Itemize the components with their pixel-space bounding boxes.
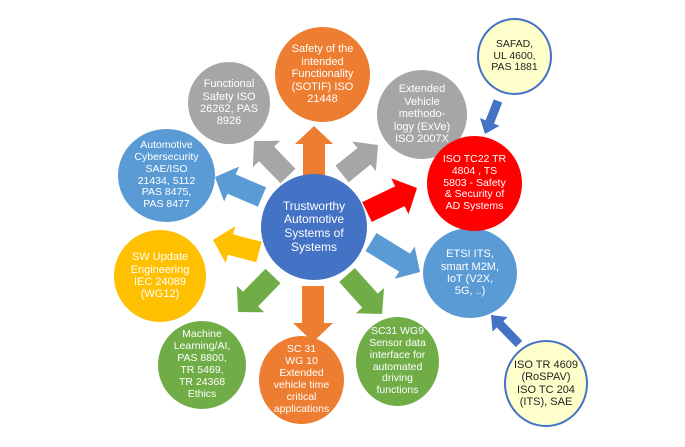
arrow-center-to-sc31-wg10 <box>293 286 333 342</box>
node-trustworthy-center-label: Trustworthy Automotive Systems of System… <box>282 198 346 254</box>
arrow-safad-to-iso-tc22 <box>480 99 503 134</box>
node-machine-learning-ai: Machine Learning/AI, PAS 8800, TR 5469, … <box>158 321 246 409</box>
arrow-center-to-sw-update <box>213 226 262 263</box>
node-automotive-cybersecurity: Automotive Cybersecurity SAE/ISO 21434, … <box>118 129 215 222</box>
arrow-center-to-cybersecurity <box>215 166 267 207</box>
node-safad: SAFAD, UL 4600, PAS 1881 <box>477 18 552 95</box>
arrow-center-to-iso-tc22 <box>362 178 417 222</box>
arrow-center-to-sc31-wg9 <box>339 268 385 314</box>
arrow-center-to-functional <box>252 140 296 184</box>
node-functional-safety-label: Functional Safety ISO 26262, PAS 8926 <box>200 78 258 128</box>
arrow-center-to-extended <box>335 141 378 183</box>
node-sw-update-engineering-label: SW Update Engineering IEC 24089 (WG12) <box>130 251 190 301</box>
node-iso-tr-4609-label: ISO TR 4609 (RoSPAV) ISO TC 204 (ITS), S… <box>514 358 578 408</box>
node-sc31-wg10-label: SC 31 WG 10 Extended vehicle time critic… <box>273 343 330 415</box>
node-etsi-its: ETSI ITS, smart M2M, IoT (V2X, 5G, ..) <box>423 228 517 318</box>
node-functional-safety: Functional Safety ISO 26262, PAS 8926 <box>188 62 270 144</box>
arrow-iso-tr-4609-to-etsi <box>491 315 523 348</box>
node-automotive-cybersecurity-label: Automotive Cybersecurity SAE/ISO 21434, … <box>134 138 199 211</box>
node-extended-vehicle: Extended Vehicle methodo- logy (ExVe) IS… <box>377 70 467 159</box>
node-iso-tc22-label: ISO TC22 TR 4804 , TS 5803 - Safety & Se… <box>442 152 507 213</box>
node-extended-vehicle-label: Extended Vehicle methodo- logy (ExVe) IS… <box>393 83 451 146</box>
arrow-center-to-sotif <box>295 126 333 182</box>
node-sotif-label: Safety of the intended Functionality (SO… <box>291 43 354 106</box>
node-iso-tc22: ISO TC22 TR 4804 , TS 5803 - Safety & Se… <box>427 136 522 231</box>
node-sc31-wg10: SC 31 WG 10 Extended vehicle time critic… <box>259 336 344 424</box>
node-safad-label: SAFAD, UL 4600, PAS 1881 <box>491 37 538 74</box>
node-sotif: Safety of the intended Functionality (SO… <box>275 27 370 122</box>
node-sc31-wg9-label: SC31 WG9 Sensor data interface for autom… <box>369 324 426 397</box>
node-iso-tr-4609: ISO TR 4609 (RoSPAV) ISO TC 204 (ITS), S… <box>504 340 588 427</box>
node-sw-update-engineering: SW Update Engineering IEC 24089 (WG12) <box>114 230 206 322</box>
node-machine-learning-ai-label: Machine Learning/AI, PAS 8800, TR 5469, … <box>173 328 231 400</box>
node-etsi-its-label: ETSI ITS, smart M2M, IoT (V2X, 5G, ..) <box>440 248 500 298</box>
arrow-center-to-etsi <box>365 233 420 279</box>
arrow-center-to-machine-learning <box>236 268 281 313</box>
node-trustworthy-center: Trustworthy Automotive Systems of System… <box>261 174 367 280</box>
node-sc31-wg9: SC31 WG9 Sensor data interface for autom… <box>356 317 439 406</box>
